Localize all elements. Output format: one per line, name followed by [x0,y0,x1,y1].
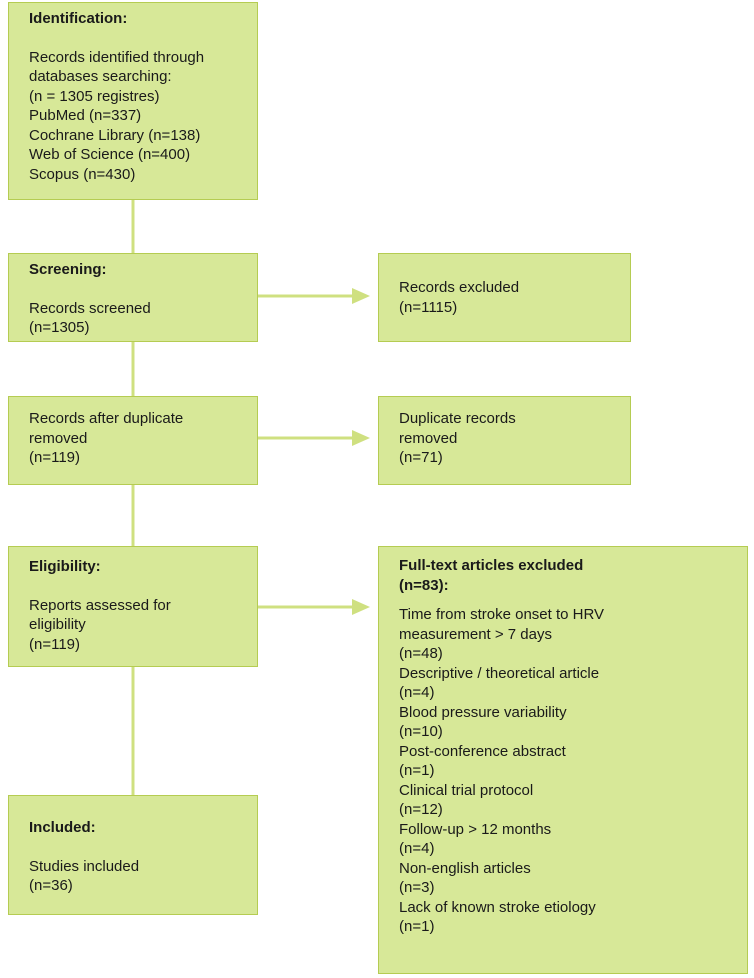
fulltext-excluded-line: Post-conference abstract [399,742,566,760]
eligibility-line: Reports assessed for [29,596,171,614]
fulltext-excluded-line: Time from stroke onset to HRV [399,606,605,623]
included-heading: Included: [29,819,96,836]
identification-line: Cochrane Library (n=138) [29,126,201,144]
records-excluded-box: Records excluded (n=1115) [378,253,631,342]
included-line: Studies included [29,857,140,875]
identification-line: (n = 1305 registres) [29,87,160,105]
identification-line: Records identified through [29,48,205,66]
after-duplicates-line: Records after duplicate [29,410,184,427]
after-duplicates-line: removed [29,429,88,447]
fulltext-excluded-line: Blood pressure variability [399,703,567,721]
after-duplicates-line: (n=119) [29,449,81,466]
fulltext-excluded-line: Follow-up > 12 months [399,820,552,838]
eligibility-line: (n=119) [29,635,81,653]
fulltext-excluded-line: (n=48) [399,645,443,662]
duplicates-removed-line: (n=71) [399,449,443,466]
eligibility-line: eligibility [29,616,86,633]
records-excluded-line: (n=1115) [399,298,458,316]
fulltext-excluded-heading: (n=83): [399,576,449,594]
arrowhead-excluded [352,288,370,304]
fulltext-excluded-line: (n=1) [399,762,435,779]
fulltext-excluded-line: Lack of known stroke etiology [399,898,596,916]
identification-line: Web of Science (n=400) [29,146,191,163]
after-duplicates-box: Records after duplicate removed (n=119) [8,396,258,485]
identification-box: Identification: Records identified throu… [8,2,258,200]
fulltext-excluded-heading: Full-text articles excluded [399,557,584,574]
eligibility-heading: Eligibility: [29,558,101,575]
fulltext-excluded-line: Non-english articles [399,859,531,877]
included-box: Included: Studies included (n=36) [8,795,258,915]
fulltext-excluded-line: (n=4) [399,684,435,701]
fulltext-excluded-line: (n=4) [399,840,435,857]
screening-line: Records screened [29,299,151,317]
fulltext-excluded-box: Full-text articles excluded (n=83): Time… [378,546,748,974]
screening-box: Screening: Records screened (n=1305) [8,253,258,342]
identification-heading: Identification: [29,10,128,27]
fulltext-excluded-line: Descriptive / theoretical article [399,664,600,682]
fulltext-excluded-line: Clinical trial protocol [399,781,534,799]
included-line: (n=36) [29,877,73,894]
fulltext-excluded-line: (n=10) [399,723,443,740]
identification-line: databases searching: [29,68,172,85]
arrowhead-fulltext [352,599,370,615]
fulltext-excluded-line: (n=1) [399,918,435,935]
records-excluded-line: Records excluded [399,279,520,296]
fulltext-excluded-line: measurement > 7 days [399,625,552,643]
eligibility-box: Eligibility: Reports assessed for eligib… [8,546,258,667]
duplicates-removed-line: removed [399,429,458,447]
screening-line: (n=1305) [29,319,90,336]
duplicates-removed-box: Duplicate records removed (n=71) [378,396,631,485]
duplicates-removed-line: Duplicate records [399,410,516,427]
arrowhead-duplicates [352,430,370,446]
identification-line: PubMed (n=337) [29,107,142,124]
screening-heading: Screening: [29,261,107,278]
fulltext-excluded-line: (n=12) [399,801,443,818]
fulltext-excluded-line: (n=3) [399,879,435,896]
identification-line: Scopus (n=430) [29,165,136,183]
